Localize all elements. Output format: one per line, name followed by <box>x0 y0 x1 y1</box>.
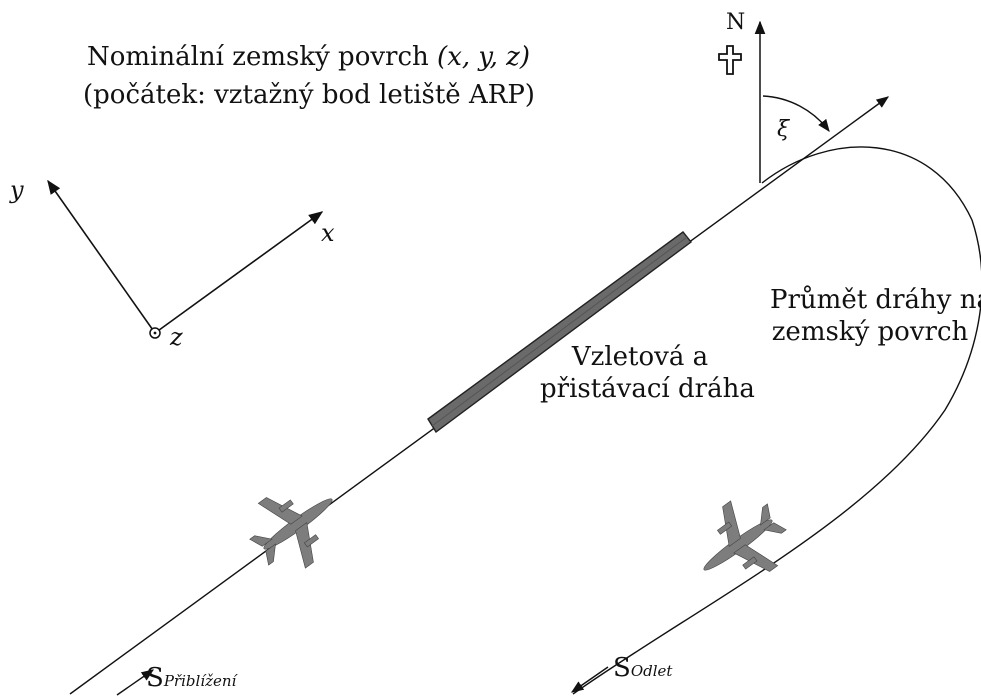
title-line-1: Nominální zemský povrch (x, y, z) <box>87 42 530 72</box>
angle-label: ξ <box>777 117 790 142</box>
s-approach-base: S <box>146 663 164 693</box>
y-axis <box>47 179 156 334</box>
s-departure-subscript: Odlet <box>630 662 673 680</box>
north-label: N <box>726 10 746 35</box>
ground-track-label-line-2: zemský povrch <box>771 317 969 347</box>
s-departure-label: SOdlet <box>613 653 672 683</box>
ground-track <box>572 146 981 695</box>
runway-label: Vzletová a přistávací dráha <box>540 342 755 404</box>
x-axis-label: x <box>321 219 335 247</box>
title-text: Nominální zemský povrch <box>87 42 438 72</box>
angle-arc <box>762 95 830 133</box>
ground-track-label: Průmět dráhy na zemský povrch <box>770 285 981 347</box>
title-line-2: (počátek: vztažný bod letiště ARP) <box>83 80 535 110</box>
title-coords: (x, y, z) <box>437 42 530 72</box>
x-axis <box>154 211 324 334</box>
y-axis-label: y <box>10 176 24 204</box>
z-axis-label: z <box>170 323 183 351</box>
approach-aircraft <box>235 466 356 586</box>
s-departure-arrow <box>570 666 609 693</box>
s-departure-base: S <box>613 653 631 683</box>
s-approach-arrow <box>116 669 155 696</box>
axes-group <box>47 179 324 339</box>
s-approach-subscript: Přiblížení <box>163 672 237 690</box>
ground-track-label-line-1: Průmět dráhy na <box>770 285 981 315</box>
runway-label-line-2: přistávací dráha <box>540 374 755 404</box>
church-icon <box>718 45 742 75</box>
runway-label-line-1: Vzletová a <box>571 342 709 372</box>
s-approach-label: SPřiblížení <box>146 663 236 693</box>
